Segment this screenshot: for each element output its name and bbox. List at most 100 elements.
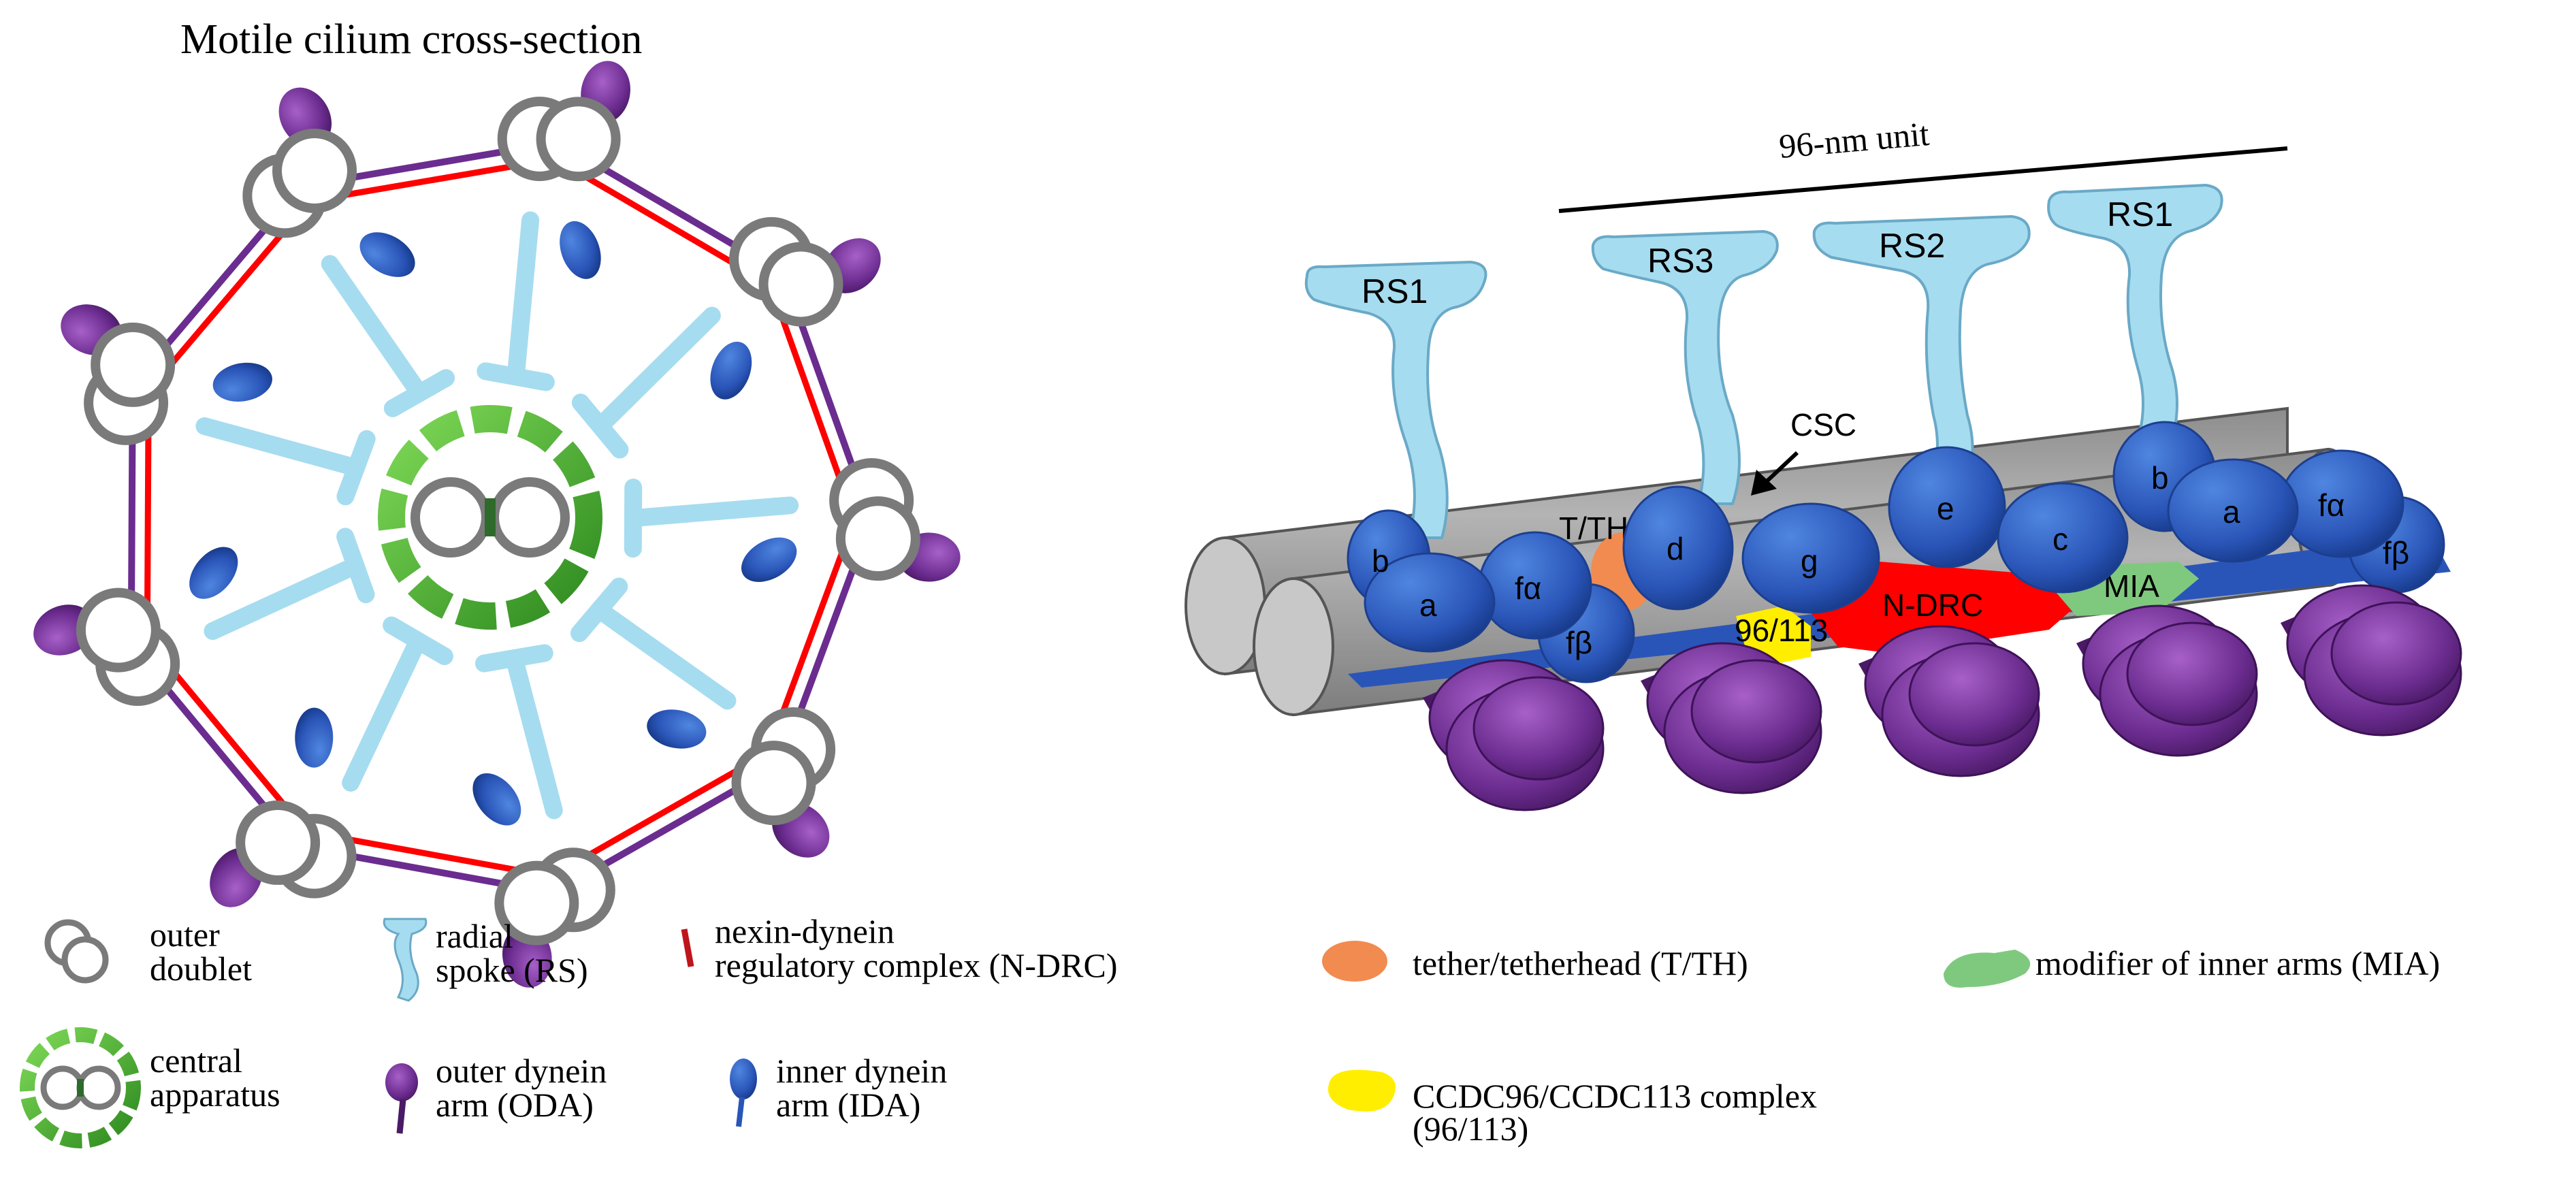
outer-doublet-b — [835, 496, 920, 581]
ida-c-label: c — [2052, 521, 2068, 557]
radial-spoke-head — [383, 616, 453, 666]
ida-fa2-label: fα — [2318, 487, 2345, 523]
outer-doublet-b — [758, 242, 843, 327]
outer-doublet-b — [76, 587, 161, 673]
rs2-label: RS2 — [1879, 227, 1945, 265]
legend-outer-doublet-line1: outer — [150, 916, 220, 954]
outer-doublet-b — [236, 800, 321, 885]
ida-a2 — [2167, 458, 2299, 563]
outer-dynein-arm-5 — [2281, 584, 2462, 737]
axoneme-longitudinal: 96-nm unit RS1 RS3 RS2 RS1 CSC T/ — [1185, 114, 2462, 811]
tth-label: T/TH — [1559, 511, 1628, 546]
ida-c — [1997, 482, 2129, 594]
rs3-label: RS3 — [1647, 242, 1713, 280]
inner-dynein-arm — [647, 709, 707, 749]
ida-d — [1622, 485, 1734, 611]
radial-spoke — [590, 600, 737, 710]
central-apparatus-sheath — [378, 405, 602, 630]
radial-spoke-head — [477, 362, 555, 391]
radial-spoke-rs3 — [1591, 229, 1779, 505]
legend: outer doublet radial spoke (RS) nexin-dy… — [20, 912, 2440, 1148]
outer-dynein-arm-4 — [2076, 604, 2258, 757]
outer-dynein-arms — [1423, 584, 2462, 811]
radial-spoke-head — [570, 577, 628, 643]
legend-tether-icon — [1322, 941, 1387, 982]
legend-mia-text: modifier of inner arms (MIA) — [2035, 944, 2440, 982]
ida-e — [1888, 446, 2006, 568]
radial-spoke — [204, 556, 365, 641]
outer-dynein-arm-3 — [1858, 625, 2040, 777]
legend-ccdc-icon — [1327, 1069, 1396, 1112]
legend-oda-icon — [385, 1063, 418, 1134]
radial-spoke — [591, 306, 721, 435]
outer-doublet-b — [731, 741, 816, 826]
radial-spoke-head — [336, 528, 375, 604]
ida-fb1-label: fβ — [1566, 625, 1592, 660]
ida-fb2-label: fβ — [2383, 535, 2409, 570]
legend-oda-line2: arm (ODA) — [436, 1086, 594, 1124]
csc-arrowhead — [1751, 470, 1777, 496]
inner-dynein-arms — [1347, 421, 2445, 683]
radial-spoke-head — [474, 644, 553, 673]
legend-outer-doublet-line2: doublet — [150, 950, 252, 988]
radial-spoke — [624, 496, 799, 528]
ida-b2-label: b — [2151, 460, 2169, 496]
radial-spoke-rs1-right — [2047, 183, 2223, 437]
csc-arrow — [1761, 451, 1799, 487]
legend-ccdc-line1: CCDC96/CCDC113 complex — [1413, 1077, 1817, 1115]
unit-bar — [1558, 146, 2288, 213]
legend-radial-spoke-icon — [383, 918, 428, 1002]
central-bridge — [485, 498, 496, 536]
rs1-right-label: RS1 — [2107, 195, 2173, 233]
radial-spoke — [342, 632, 428, 792]
radial-spoke — [321, 255, 428, 402]
csc-label: CSC — [1790, 407, 1856, 442]
figure-title: Motile cilium cross-section — [180, 16, 642, 63]
inner-dynein-arm — [212, 362, 272, 402]
outer-doublet-b — [536, 97, 621, 182]
legend-tether-text: tether/tetherhead (T/TH) — [1413, 944, 1748, 982]
legend-ndrc-line1: nexin-dynein — [715, 912, 895, 950]
legend-central-apparatus-line1: central — [150, 1041, 242, 1080]
legend-ccdc-line2: (96/113) — [1413, 1110, 1528, 1148]
radial-spoke-head — [571, 393, 629, 459]
legend-central-apparatus-line2: apparatus — [150, 1076, 280, 1114]
central-microtubule-left — [410, 477, 491, 558]
ndrc-shape — [1811, 562, 2076, 653]
ida-a1 — [1364, 552, 1496, 653]
ida-fa1-label: fα — [1515, 570, 1541, 606]
legend-outer-doublet-icon — [44, 919, 109, 984]
outer-dynein-arm-1 — [1423, 659, 1605, 811]
legend-radial-spoke-line2: spoke (RS) — [436, 951, 588, 989]
mia-label: MIA — [2104, 568, 2159, 604]
ida-a2-label: a — [2223, 494, 2240, 530]
ida-g — [1741, 502, 1880, 614]
inner-dynein-arm — [710, 341, 752, 400]
inner-dynein-arm — [741, 537, 797, 582]
legend-ida-icon — [730, 1059, 757, 1127]
radial-spoke-head — [336, 430, 376, 506]
outer-doublet-b — [494, 860, 579, 946]
cross-section — [33, 61, 961, 988]
ida-a1-label: a — [1419, 587, 1437, 623]
ida-d-label: d — [1667, 531, 1684, 566]
legend-ida-line1: inner dynein — [776, 1052, 947, 1090]
inner-dynein-arm — [560, 221, 601, 279]
inner-dynein-arm — [189, 547, 238, 599]
unit-label: 96-nm unit — [1777, 114, 1931, 165]
outer-doublet-b — [91, 322, 176, 407]
ida-g-label: g — [1801, 543, 1818, 579]
radial-spoke — [505, 649, 563, 820]
outer-dynein-arm-2 — [1641, 642, 1822, 794]
ndrc-label: N-DRC — [1882, 587, 1983, 623]
legend-central-apparatus-icon — [20, 1027, 141, 1148]
radial-spoke — [195, 417, 366, 477]
radial-spokes — [1304, 183, 2223, 539]
inner-dynein-arm — [295, 707, 334, 768]
central-microtubule-right — [489, 477, 570, 558]
legend-ndrc-line2: regulatory complex (N-DRC) — [715, 946, 1118, 984]
inner-dynein-arm — [472, 773, 521, 826]
radial-spoke — [506, 211, 540, 386]
legend-ndrc-icon — [681, 928, 694, 967]
